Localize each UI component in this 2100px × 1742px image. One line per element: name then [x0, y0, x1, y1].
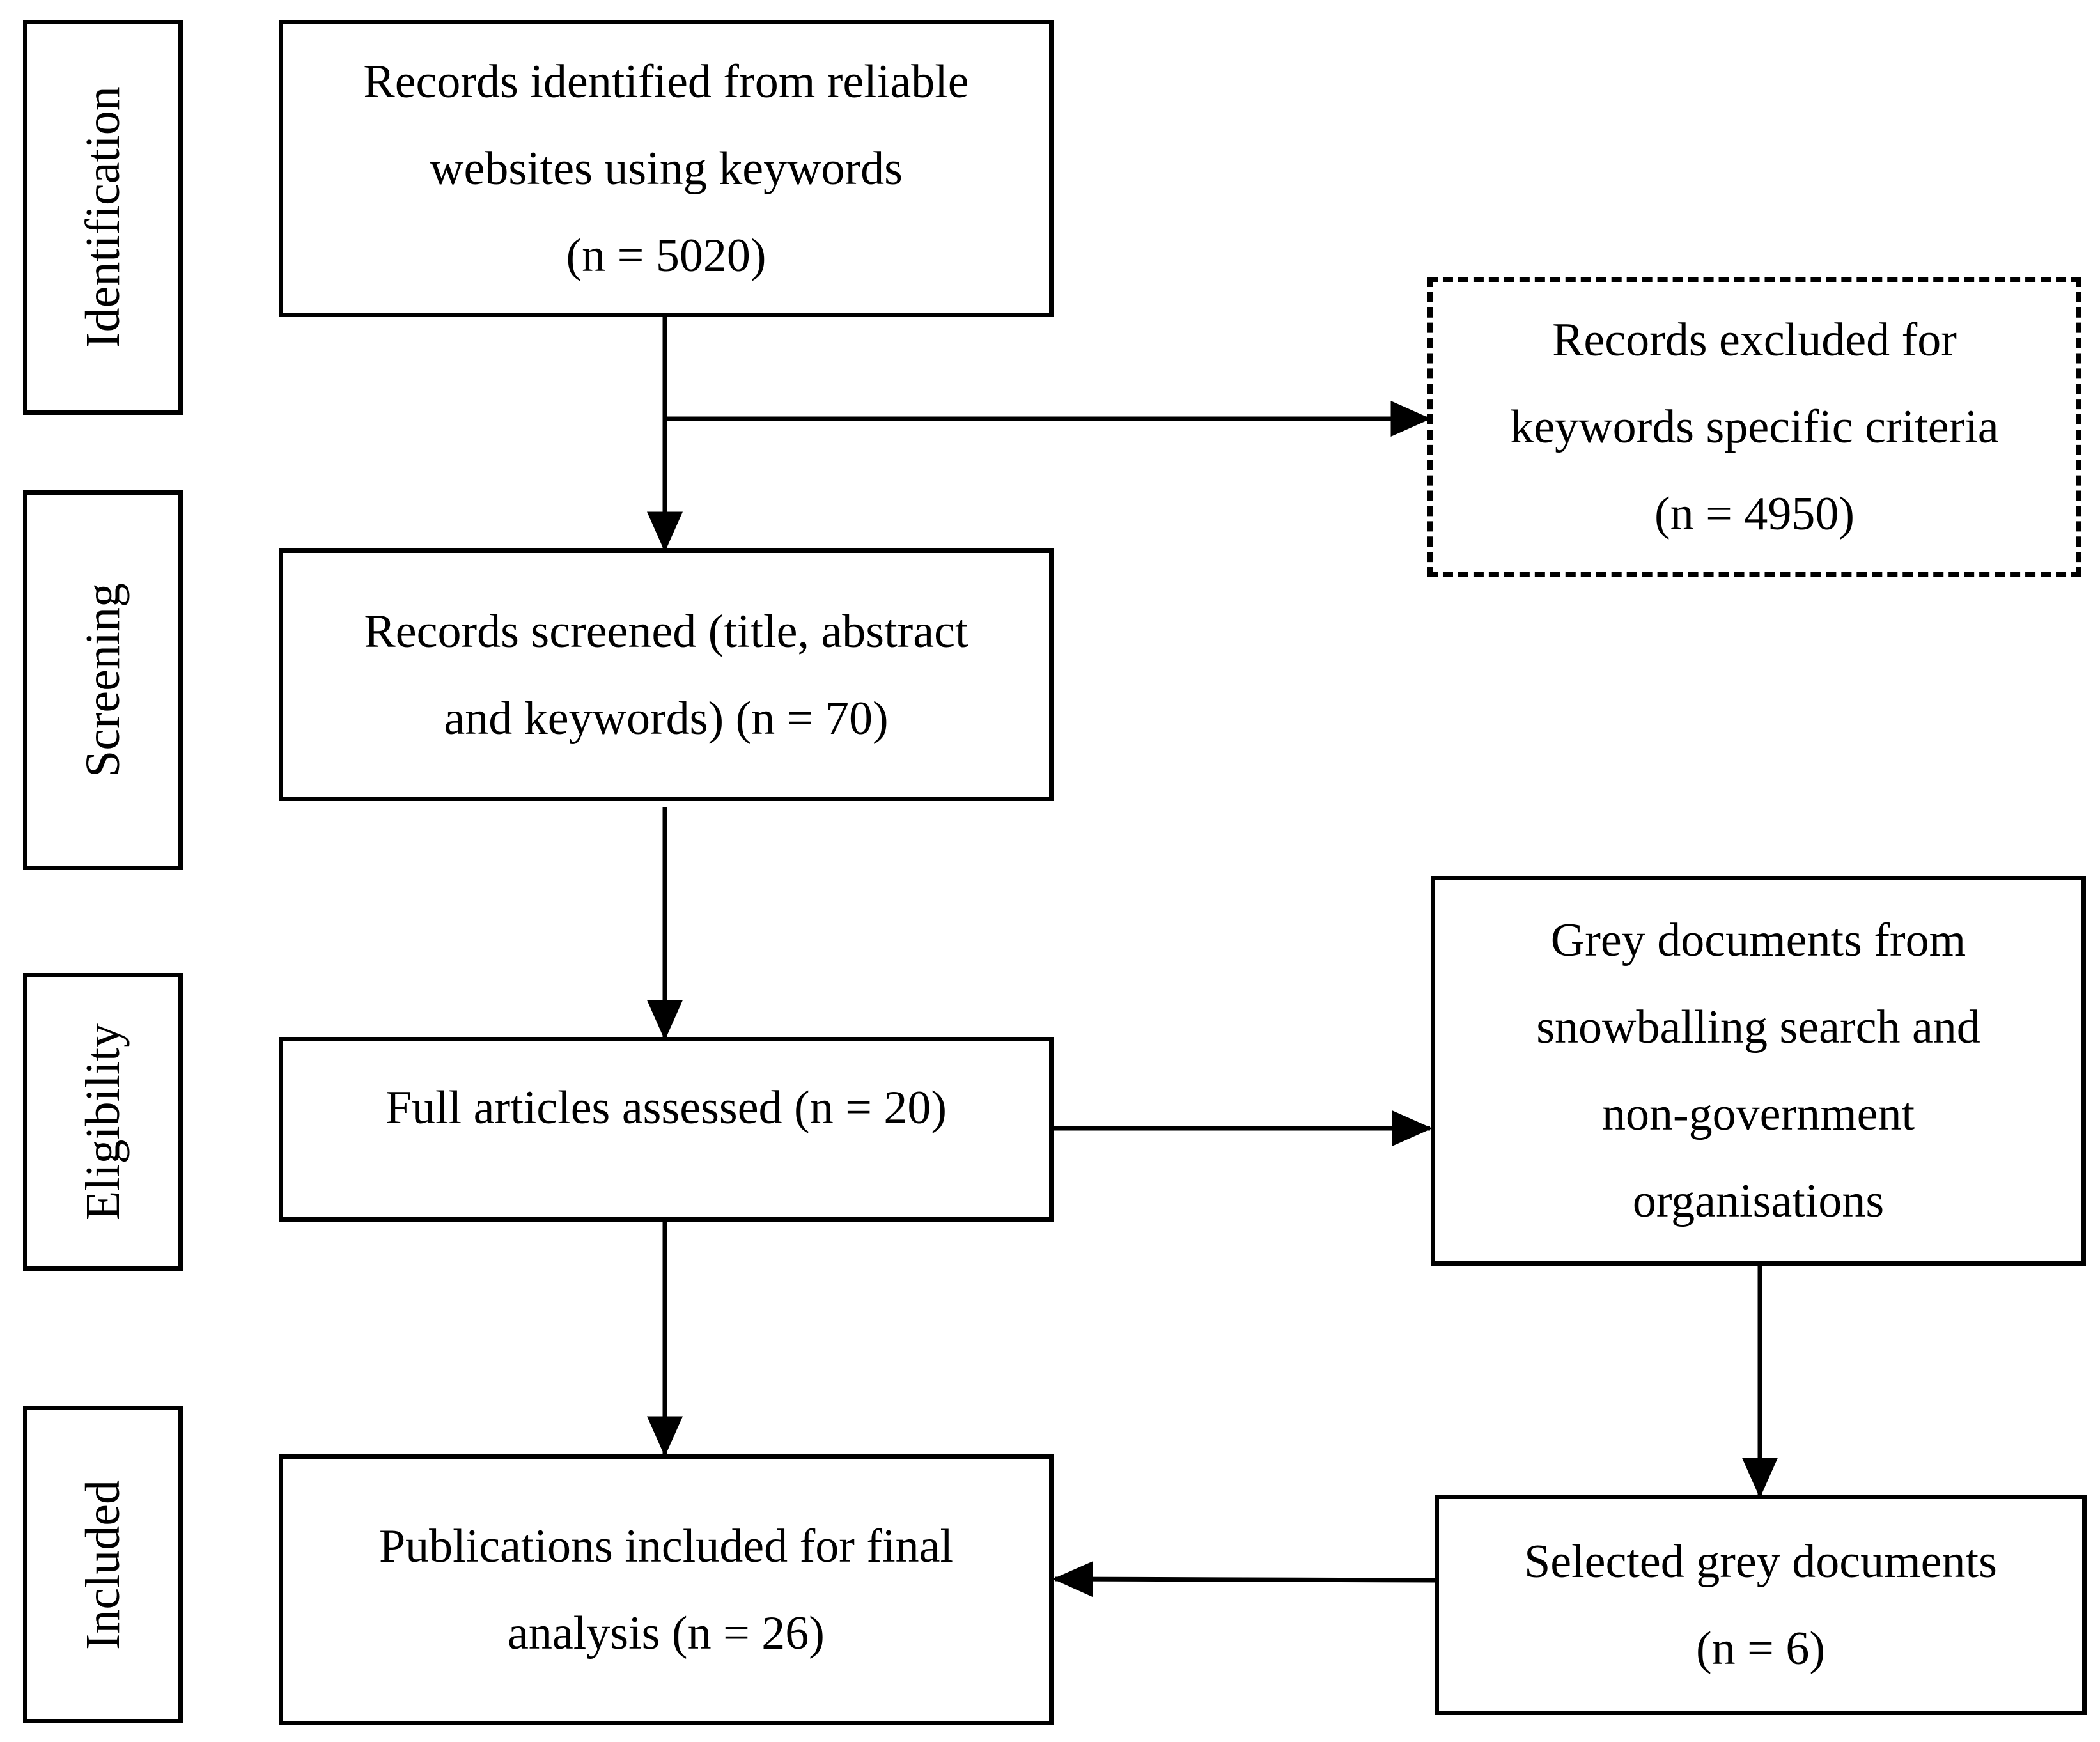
- grey-documents-line-2: snowballing search and: [1536, 1001, 1980, 1054]
- grey-documents-line-4: organisations: [1632, 1175, 1885, 1227]
- publications-included-line-1: Publications included for final: [378, 1520, 954, 1573]
- grey-documents-line-1: Grey documents from: [1550, 914, 1966, 967]
- stage-screening-label: Screening: [76, 583, 130, 777]
- publications-included-line-2: analysis (n = 26): [508, 1607, 825, 1660]
- records-excluded-line-1: Records excluded for: [1552, 314, 1957, 366]
- grey-documents-line-3: non-government: [1601, 1088, 1915, 1140]
- stage-included-label: Included: [76, 1479, 130, 1650]
- records-screened-box: Records screened (title, abstract and ke…: [279, 548, 1054, 801]
- arrow-selected-to-included: [1052, 1561, 1435, 1598]
- selected-grey-line-2: (n = 6): [1695, 1622, 1826, 1675]
- stage-included: Included: [23, 1406, 183, 1723]
- publications-included-box: Publications included for final analysis…: [279, 1454, 1054, 1725]
- records-excluded-line-3: (n = 4950): [1654, 488, 1855, 540]
- records-excluded-box: Records excluded for keywords specific c…: [1427, 277, 2081, 577]
- records-excluded-line-2: keywords specific criteria: [1510, 401, 1999, 453]
- stage-eligibility: Eligibility: [23, 973, 183, 1271]
- stage-identification-label: Identification: [76, 86, 130, 348]
- records-identified-line-2: websites using keywords: [430, 142, 903, 195]
- stage-screening: Screening: [23, 490, 183, 870]
- records-identified-line-3: (n = 5020): [566, 229, 766, 282]
- records-identified-box: Records identified from reliable website…: [279, 20, 1054, 317]
- grey-documents-box: Grey documents from snowballing search a…: [1431, 876, 2086, 1266]
- selected-grey-line-1: Selected grey documents: [1524, 1535, 1997, 1588]
- stage-identification: Identification: [23, 20, 183, 415]
- records-screened-line-2: and keywords) (n = 70): [444, 692, 889, 745]
- selected-grey-box: Selected grey documents (n = 6): [1435, 1495, 2087, 1715]
- full-articles-line-1: Full articles assessed (n = 20): [385, 1082, 947, 1134]
- records-identified-line-1: Records identified from reliable: [363, 55, 969, 108]
- stage-eligibility-label: Eligibility: [76, 1023, 130, 1221]
- full-articles-box: Full articles assessed (n = 20): [279, 1037, 1054, 1222]
- records-screened-line-1: Records screened (title, abstract: [364, 605, 968, 658]
